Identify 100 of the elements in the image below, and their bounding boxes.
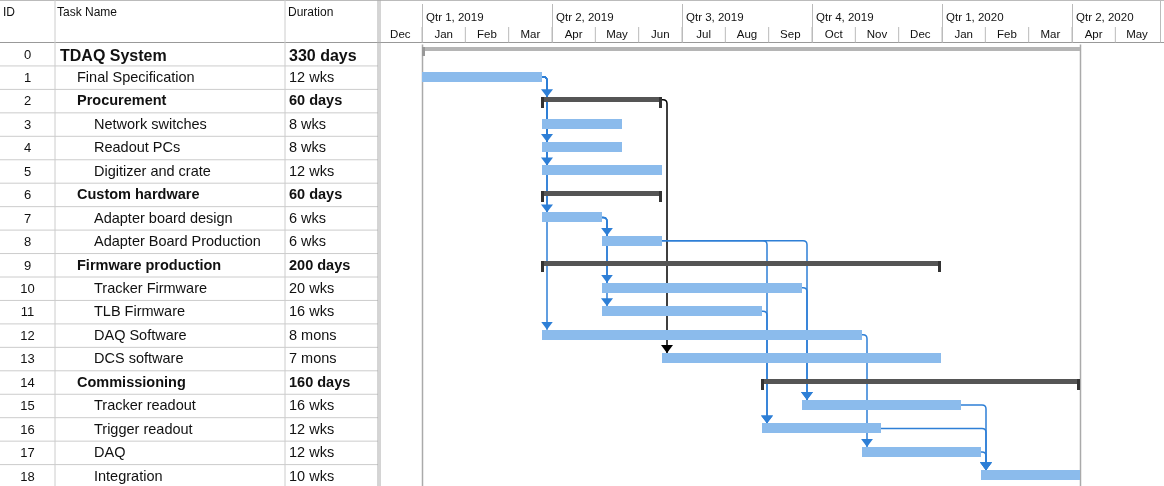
summary-bar (761, 378, 1080, 390)
quarter-label: Qtr 1, 2020 (946, 11, 1004, 24)
row-id: 17 (19, 446, 36, 461)
task-name: TLB Firmware (94, 304, 186, 321)
summary-bar (541, 261, 941, 273)
task-bar (981, 470, 1080, 481)
duration-value: 12 wks (289, 421, 335, 438)
task-name: Readout PCs (94, 140, 181, 157)
month-label: Dec (909, 28, 932, 41)
duration-value: 16 wks (289, 304, 335, 321)
duration-value: 6 wks (289, 234, 327, 251)
quarter-label: Qtr 1, 2019 (426, 11, 484, 24)
column-header: ID (3, 6, 15, 20)
row-id: 12 (19, 328, 36, 344)
task-name: Network switches (94, 116, 207, 133)
task-name: Trigger readout (94, 421, 193, 438)
task-name: Integration (94, 468, 163, 485)
duration-value: 160 days (289, 374, 351, 391)
task-bar (662, 353, 941, 364)
row-id: 18 (19, 469, 36, 484)
summary-bar (422, 47, 1080, 59)
quarter-label: Qtr 2, 2019 (556, 11, 614, 24)
month-label: Apr (1083, 28, 1104, 41)
duration-value: 20 wks (289, 281, 335, 297)
row-id: 4 (22, 141, 33, 156)
task-bar (542, 165, 662, 176)
task-bar (542, 118, 622, 129)
row-id: 8 (22, 235, 33, 250)
task-bar (542, 212, 602, 223)
row-id: 9 (22, 258, 33, 273)
task-bar (762, 423, 881, 434)
task-bar (542, 329, 862, 340)
duration-value: 200 days (289, 257, 351, 274)
month-label: May (1125, 28, 1149, 41)
row-id: 2 (22, 94, 33, 109)
task-bar (542, 142, 622, 152)
row-id: 14 (19, 375, 36, 391)
task-name: DAQ (94, 445, 126, 462)
month-label: Feb (996, 28, 1018, 41)
month-label: Jun (650, 28, 671, 41)
month-label: Jan (953, 28, 974, 41)
task-name: Tracker readout (94, 398, 196, 415)
row-id: 5 (22, 164, 33, 180)
task-bar (602, 306, 762, 317)
row-id: 16 (19, 422, 36, 437)
row-id: 0 (22, 47, 33, 62)
month-label: Apr (563, 28, 584, 41)
column-header: Duration (288, 6, 334, 20)
row-id: 15 (19, 399, 36, 414)
row-id: 13 (19, 352, 36, 367)
month-label: Mar (1039, 28, 1062, 41)
task-bar (602, 282, 802, 293)
task-name: DAQ Software (94, 327, 187, 344)
task-bar (422, 71, 542, 82)
row-id: 6 (22, 188, 33, 203)
duration-value: 16 wks (289, 398, 335, 415)
task-name: Commissioning (77, 374, 186, 391)
task-name: Tracker Firmware (94, 281, 208, 297)
dependency-arrow (801, 287, 813, 401)
month-label: Mar (519, 28, 542, 41)
duration-value: 12 wks (289, 445, 335, 462)
task-name: Final Specification (77, 69, 195, 86)
month-label: Dec (389, 28, 412, 41)
task-name: Procurement (77, 93, 167, 110)
summary-bar (541, 190, 662, 202)
duration-value: 12 wks (289, 163, 335, 180)
duration-value: 10 wks (289, 468, 335, 485)
task-bar (602, 235, 662, 246)
duration-value: 6 wks (289, 210, 327, 227)
duration-value: 12 wks (289, 69, 335, 86)
task-name: DCS software (94, 351, 184, 368)
duration-value: 8 wks (289, 140, 327, 157)
row-id: 10 (19, 282, 36, 297)
duration-value: 60 days (289, 93, 343, 110)
month-label: Sep (779, 28, 802, 41)
month-label: Nov (865, 28, 889, 41)
duration-value: 330 days (289, 46, 357, 65)
month-label: Jan (433, 28, 454, 41)
quarter-label: Qtr 2, 2020 (1076, 11, 1134, 24)
row-id: 1 (22, 70, 33, 86)
duration-value: 60 days (289, 187, 343, 204)
duration-value: 8 mons (289, 327, 337, 344)
month-label: May (605, 28, 629, 41)
month-label: Jul (695, 28, 712, 41)
month-label: Oct (823, 28, 844, 41)
task-name: Adapter Board Production (94, 234, 261, 251)
month-label: Aug (735, 28, 759, 41)
task-name: Adapter board design (94, 210, 233, 227)
task-name: TDAQ System (60, 46, 167, 65)
task-bar (862, 446, 981, 457)
task-name: Firmware production (77, 257, 222, 274)
dependency-arrow (661, 98, 673, 354)
duration-value: 7 mons (289, 351, 337, 368)
quarter-label: Qtr 3, 2019 (686, 11, 744, 24)
task-bar (802, 399, 961, 410)
task-name: Digitizer and crate (94, 163, 211, 180)
row-id: 3 (22, 117, 33, 133)
duration-value: 8 wks (289, 116, 327, 133)
quarter-label: Qtr 4, 2019 (816, 11, 874, 24)
month-label: Feb (476, 28, 498, 41)
